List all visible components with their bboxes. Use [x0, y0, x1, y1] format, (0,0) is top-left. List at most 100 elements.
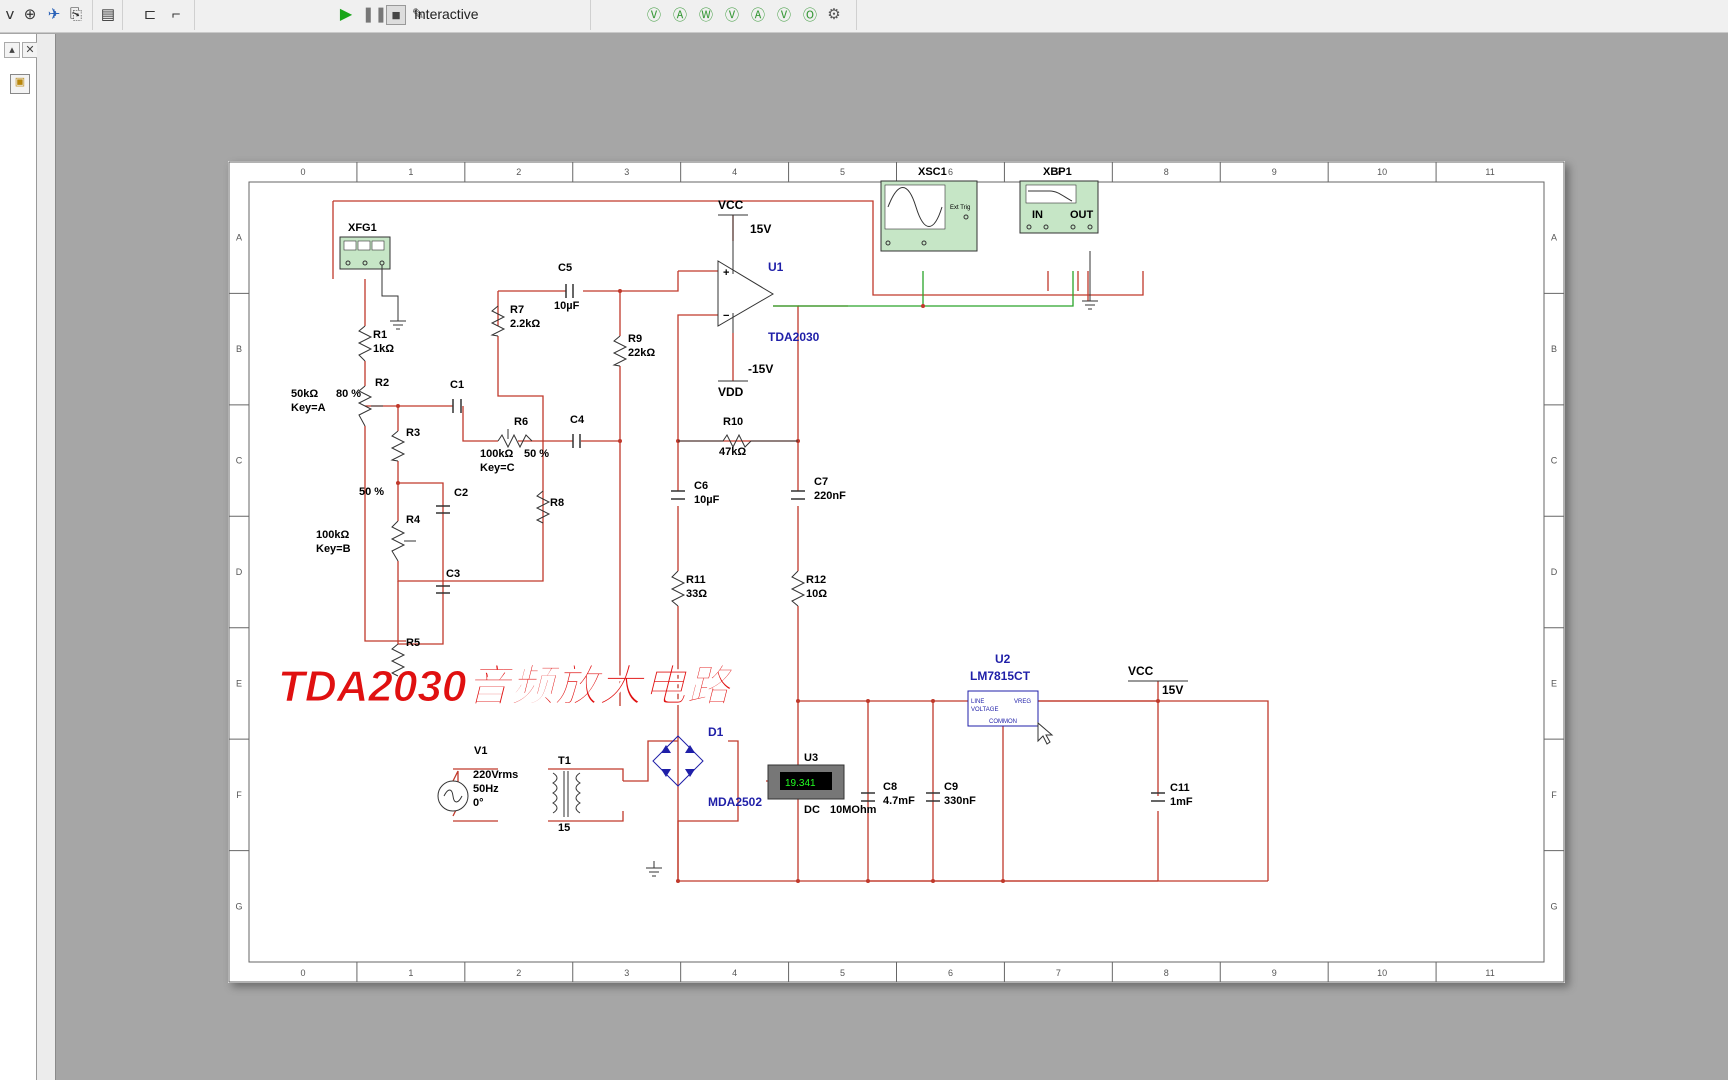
voltage-probe-icon[interactable]: Ⓥ — [647, 7, 661, 23]
capacitor-c5[interactable]: C5 10µF — [554, 262, 580, 312]
probe-settings-gear-icon[interactable]: ⚙ — [827, 6, 841, 23]
panel-close-button[interactable]: ✕ — [22, 42, 38, 58]
column-label: 3 — [624, 968, 629, 978]
c11-value: 1mF — [1170, 796, 1193, 808]
r10-value: 47kΩ — [719, 446, 746, 458]
bus-icon[interactable]: ⌐ — [171, 6, 181, 23]
xfg1-label: XFG1 — [348, 222, 377, 234]
c4-label: C4 — [570, 414, 585, 426]
c5-value: 10µF — [554, 300, 580, 312]
grapher-icon[interactable]: ▤ — [100, 6, 116, 23]
column-label: 1 — [408, 968, 413, 978]
column-label: 10 — [1377, 968, 1387, 978]
instrument-wires — [773, 271, 1074, 307]
crosshair-icon[interactable]: ⊕ — [23, 6, 37, 23]
c2-label: C2 — [454, 487, 468, 499]
pause-icon[interactable]: ❚❚ — [362, 6, 388, 23]
capacitor-c4[interactable]: C4 — [570, 414, 585, 448]
bridge-rectifier-d1[interactable]: D1 MDA2502 — [652, 725, 762, 809]
opamp-u1-tda2030[interactable]: + − U1 TDA2030 — [717, 215, 820, 344]
capacitor-c6[interactable]: C6 10µF — [671, 480, 720, 506]
regulator-u2-lm7815ct[interactable]: LINE VOLTAGE VREG COMMON U2 LM7815CT — [967, 652, 1039, 727]
circuit-wires — [332, 200, 1269, 882]
row-label: E — [1551, 678, 1557, 688]
r12-label: R12 — [806, 574, 826, 586]
u1-label: U1 — [768, 260, 784, 274]
column-label: 5 — [840, 167, 845, 177]
capacitor-c2[interactable]: C2 — [436, 487, 468, 514]
toolbar-group-grapher: ▤ — [94, 0, 123, 30]
resistor-r12[interactable]: R12 10Ω — [790, 570, 827, 607]
column-label: 9 — [1272, 968, 1277, 978]
ac-source-v1[interactable]: V1 220Vrms 50Hz 0° — [437, 745, 518, 812]
r6-key: Key=C — [480, 462, 515, 474]
capacitor-c3[interactable]: C3 — [436, 568, 460, 594]
vcc-supply-right: VCC 15V — [1128, 664, 1188, 697]
c5-label: C5 — [558, 262, 572, 274]
v1-voltage: 220Vrms — [473, 769, 518, 781]
column-label: 8 — [1164, 167, 1169, 177]
capacitor-c7[interactable]: C7 220nF — [791, 476, 846, 502]
panel-minimize-button[interactable]: ▴ — [4, 42, 20, 58]
u3-resistance: 10MOhm — [830, 804, 877, 816]
sheet-border — [228, 161, 1565, 983]
toolbar-group-hierarchy: ⊏ ⌐ — [124, 0, 195, 30]
resistor-r8[interactable]: R8 — [535, 490, 564, 524]
place-icon[interactable]: ✈ — [47, 6, 61, 23]
potentiometer-r6[interactable]: R6 100kΩ 50 % Key=C — [480, 416, 549, 474]
multimeter-u3[interactable]: 19.341 U3 DC 10MOhm — [767, 752, 877, 816]
v1-label: V1 — [474, 745, 487, 757]
stop-icon[interactable]: ■ — [386, 5, 406, 25]
row-label: C — [1551, 456, 1558, 466]
oscilloscope-xsc1[interactable]: Ext Trig XSC1 — [880, 166, 978, 252]
resistor-r5[interactable]: R5 — [390, 637, 420, 677]
column-label: 11 — [1485, 968, 1494, 978]
row-label: G — [235, 901, 242, 911]
xbp1-label: XBP1 — [1043, 166, 1072, 178]
r1-label: R1 — [373, 329, 387, 341]
resistor-r9[interactable]: R9 22kΩ — [612, 333, 655, 367]
xbp1-in-label: IN — [1032, 209, 1043, 221]
r8-label: R8 — [550, 497, 564, 509]
capacitor-c1[interactable]: C1 — [450, 379, 464, 413]
r4-label: R4 — [406, 514, 421, 526]
project-icon[interactable]: ▣ — [10, 74, 30, 94]
c7-label: C7 — [814, 476, 828, 488]
u2-voltage-label: VOLTAGE — [971, 707, 998, 713]
probe-icon[interactable]: ⅴ — [5, 6, 15, 23]
bode-plotter-xbp1[interactable]: IN OUT XBP1 — [1019, 166, 1099, 234]
differential-probe-icon[interactable]: Ⓥ — [725, 7, 739, 23]
transformer-t1[interactable]: T1 15 — [552, 755, 581, 834]
resistor-r3[interactable]: R3 — [390, 427, 420, 462]
ac-current-probe-icon[interactable]: Ⓐ — [751, 7, 765, 23]
run-icon[interactable]: ▶ — [339, 6, 353, 23]
u1-type: TDA2030 — [768, 330, 820, 344]
potentiometer-r2[interactable]: R2 50kΩ 80 % Key=A — [291, 377, 389, 427]
column-label: 2 — [516, 968, 521, 978]
panel-splitter[interactable] — [37, 34, 56, 1080]
digital-probe-icon[interactable]: Ⓞ — [803, 7, 817, 23]
capacitor-c9[interactable]: C9 330nF — [926, 781, 976, 807]
column-label: 7 — [1056, 968, 1061, 978]
simulation-mode-label[interactable]: Interactive — [414, 6, 479, 22]
current-probe-icon[interactable]: Ⓐ — [673, 7, 687, 23]
column-label: 9 — [1272, 167, 1277, 177]
resistor-r10[interactable]: R10 47kΩ — [678, 416, 798, 458]
potentiometer-r4[interactable]: R4 50 % 100kΩ Key=B — [316, 486, 421, 562]
resistor-r1[interactable]: R1 1kΩ — [357, 325, 394, 362]
power-probe-icon[interactable]: Ⓦ — [699, 7, 713, 23]
resistor-r7[interactable]: R7 2.2kΩ — [490, 304, 540, 337]
hierarchy-icon[interactable]: ⊏ — [143, 6, 157, 23]
r10-label: R10 — [723, 416, 743, 428]
resistor-r11[interactable]: R11 33Ω — [670, 570, 707, 607]
r2-label: R2 — [375, 377, 389, 389]
capacitor-c8[interactable]: C8 4.7mF — [861, 781, 915, 807]
capacitor-c11[interactable]: C11 1mF — [1151, 782, 1193, 808]
function-generator-xfg1[interactable]: XFG1 — [339, 222, 391, 270]
r2-value: 50kΩ — [291, 388, 318, 400]
c9-value: 330nF — [944, 795, 976, 807]
reference-probe-icon[interactable]: Ⓥ — [777, 7, 791, 23]
wire-icon[interactable]: ⎘ — [69, 6, 82, 23]
